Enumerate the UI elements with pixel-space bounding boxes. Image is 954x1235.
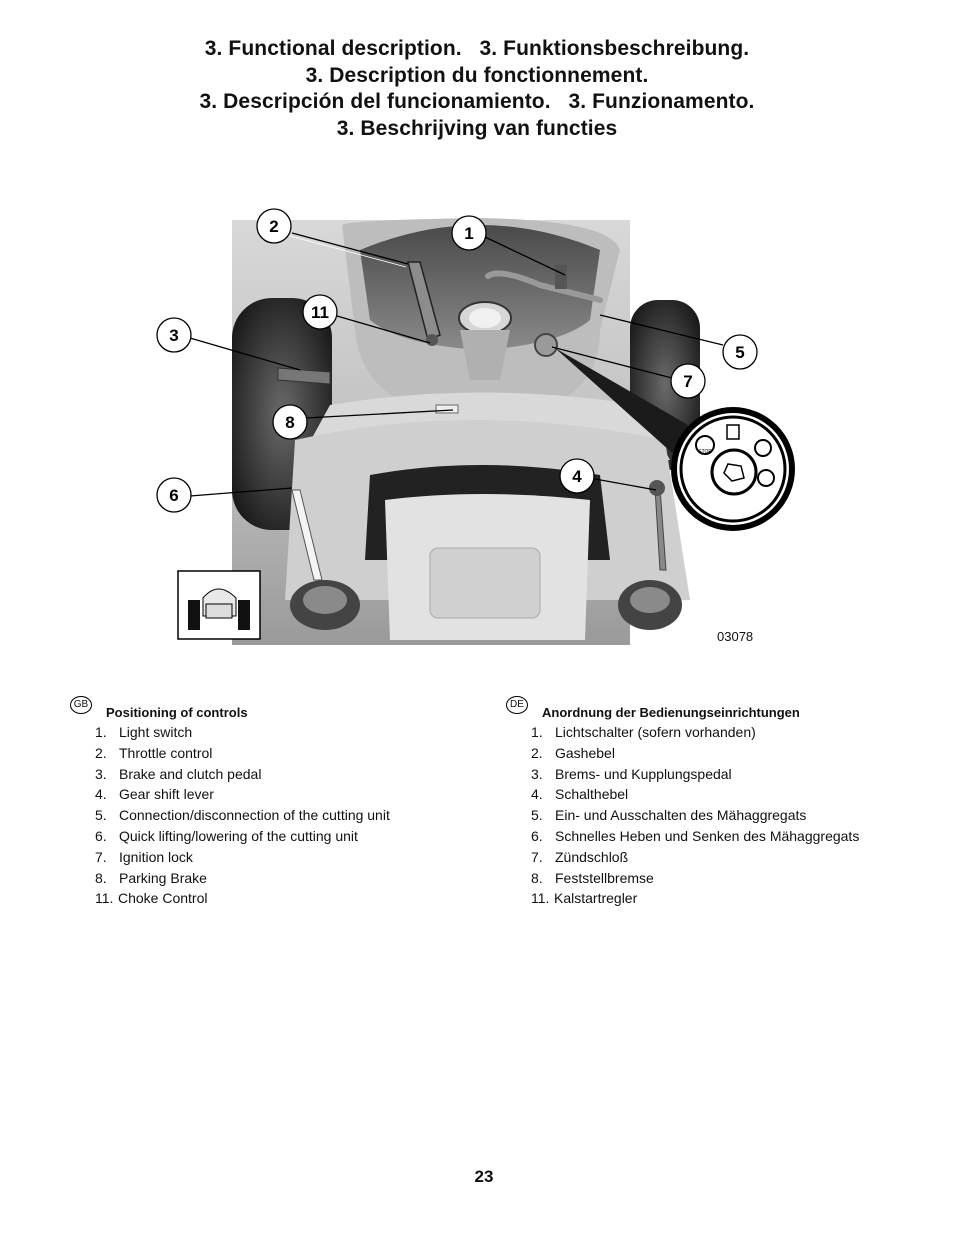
stop-icon: STOP [695,435,715,455]
list-item: 5.Connection/disconnection of the cuttin… [95,807,390,824]
leader-lines [189,232,724,497]
title-line: 3. Descripción del funcionamiento. 3. Fu… [199,90,755,113]
tractor-photo [232,218,700,645]
run-icon [757,469,775,487]
ignition-closeup: STOP [555,348,795,531]
list-item: 11.Choke Control [95,890,208,907]
section-heading: Anordnung der Bedienungseinrichtungen [542,705,800,720]
language-badge-gb: GB [70,696,92,714]
list-item: 8.Parking Brake [95,869,207,886]
list-item: 7.Ignition lock [95,848,193,865]
controls-list: 1.Light switch 2.Throttle control 3.Brak… [95,722,390,909]
svg-text:5: 5 [735,343,744,362]
controls-illustration: STOP 2 1 [150,200,810,660]
title-line: 3. Description du fonctionnement. [305,63,649,87]
callout-2: 2 [256,208,292,244]
svg-text:3: 3 [169,326,178,345]
list-item: 6.Schnelles Heben und Senken des Mähaggr… [531,827,860,844]
svg-text:6: 6 [169,486,178,505]
location-inset [177,570,261,640]
list-item: 7.Zündschloß [531,848,629,865]
svg-text:11: 11 [311,303,329,322]
page-number: 23 [474,1167,494,1186]
list-item: 5.Ein- und Ausschalten des Mähaggregats [531,807,807,824]
svg-text:8: 8 [285,413,294,432]
choke-icon [726,424,740,440]
list-item: 4.Schalthebel [531,786,629,803]
svg-text:STOP: STOP [698,449,712,455]
list-item: 3.Brake and clutch pedal [95,765,262,782]
callouts: 2 1 11 3 5 7 8 4 6 [156,208,758,513]
callout-3: 3 [156,317,192,353]
list-item: 3.Brems- und Kupplungspedal [531,765,732,782]
list-item: 6.Quick lifting/lowering of the cutting … [95,827,358,844]
list-item: 2.Throttle control [95,744,213,761]
language-badge-de: DE [506,696,528,714]
callout-4: 4 [559,458,595,494]
callout-6: 6 [156,477,192,513]
svg-text:4: 4 [572,467,582,486]
svg-text:7: 7 [683,372,692,391]
page-titles: 3. Functional description. 3. Funktionsb… [0,36,954,142]
callout-7: 7 [670,363,706,399]
list-item: 8.Feststellbremse [531,869,654,886]
start-icon [754,439,772,457]
section-heading: Positioning of controls [106,705,248,720]
list-item: 1.Light switch [95,724,193,740]
callout-8: 8 [272,404,308,440]
title-line: 3. Functional description. 3. Funktionsb… [204,37,750,60]
svg-text:1: 1 [464,224,473,243]
list-item: 4.Gear shift lever [95,786,214,803]
callout-5: 5 [722,334,758,370]
title-line: 3. Beschrijving van functies [336,116,618,140]
figure-code: 03078 [717,629,754,644]
list-item: 2.Gashebel [531,744,615,761]
list-item: 1.Lichtschalter (sofern vorhanden) [531,724,756,740]
svg-text:2: 2 [269,217,278,236]
callout-11: 11 [302,294,338,330]
callout-1: 1 [451,215,487,251]
controls-list: 1.Lichtschalter (sofern vorhanden) 2.Gas… [531,722,859,909]
list-item: 11.Kalstartregler [531,890,638,907]
